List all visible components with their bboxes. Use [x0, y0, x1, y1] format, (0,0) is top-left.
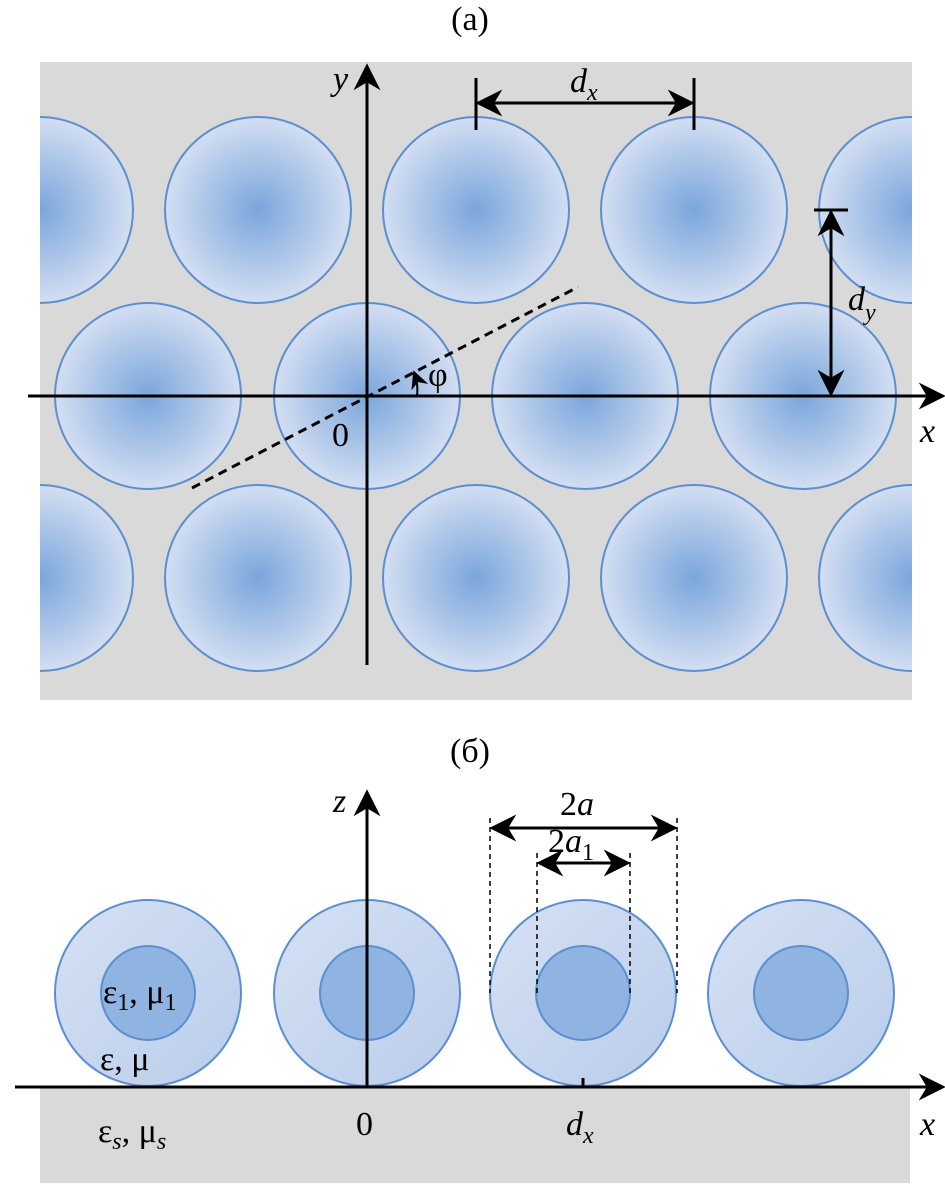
dimension-guides — [489, 818, 678, 993]
sphere — [40, 116, 134, 304]
angle-arc — [411, 370, 429, 397]
direction-line — [191, 285, 579, 490]
sphere — [382, 484, 570, 672]
sphere — [40, 484, 134, 672]
shell-material-label: ε, μ — [100, 1041, 150, 1078]
x-axis-label: x — [919, 413, 935, 450]
origin-label: 0 — [332, 417, 349, 454]
substrate — [40, 1087, 910, 1183]
outer-diameter-label: 2a — [560, 786, 594, 823]
inner-diameter-label: 2a1 — [548, 823, 594, 866]
sphere-core — [753, 945, 849, 1041]
y-axis-label: y — [330, 61, 349, 98]
sphere — [382, 116, 570, 304]
panel-a: (a) φ y x 0 dx dy — [28, 1, 945, 700]
dx-label: dx — [570, 63, 598, 106]
sphere-core — [100, 945, 196, 1041]
origin-label: 0 — [356, 1106, 373, 1143]
sphere — [164, 484, 352, 672]
angle-label: φ — [428, 357, 448, 394]
dx-label: dx — [566, 1106, 594, 1149]
substrate-material-label: εs, μs — [98, 1113, 166, 1155]
core-material-label: ε1, μ1 — [103, 974, 177, 1016]
sphere-lattice — [40, 116, 912, 672]
panel-b-title: (б) — [450, 733, 490, 770]
sphere — [600, 484, 788, 672]
panel-a-title: (a) — [451, 1, 489, 38]
x-axis-label: x — [919, 1106, 935, 1143]
panel-b: (б) 2a 2a1 z x 0 dx ε1, μ1 ε, μ εs, μs — [15, 733, 945, 1183]
sphere — [164, 116, 352, 304]
sphere-row — [54, 899, 895, 1087]
sphere-core — [535, 945, 631, 1041]
z-axis-label: z — [332, 783, 346, 820]
dy-label: dy — [848, 281, 876, 326]
sphere — [600, 116, 788, 304]
sphere — [818, 484, 912, 672]
